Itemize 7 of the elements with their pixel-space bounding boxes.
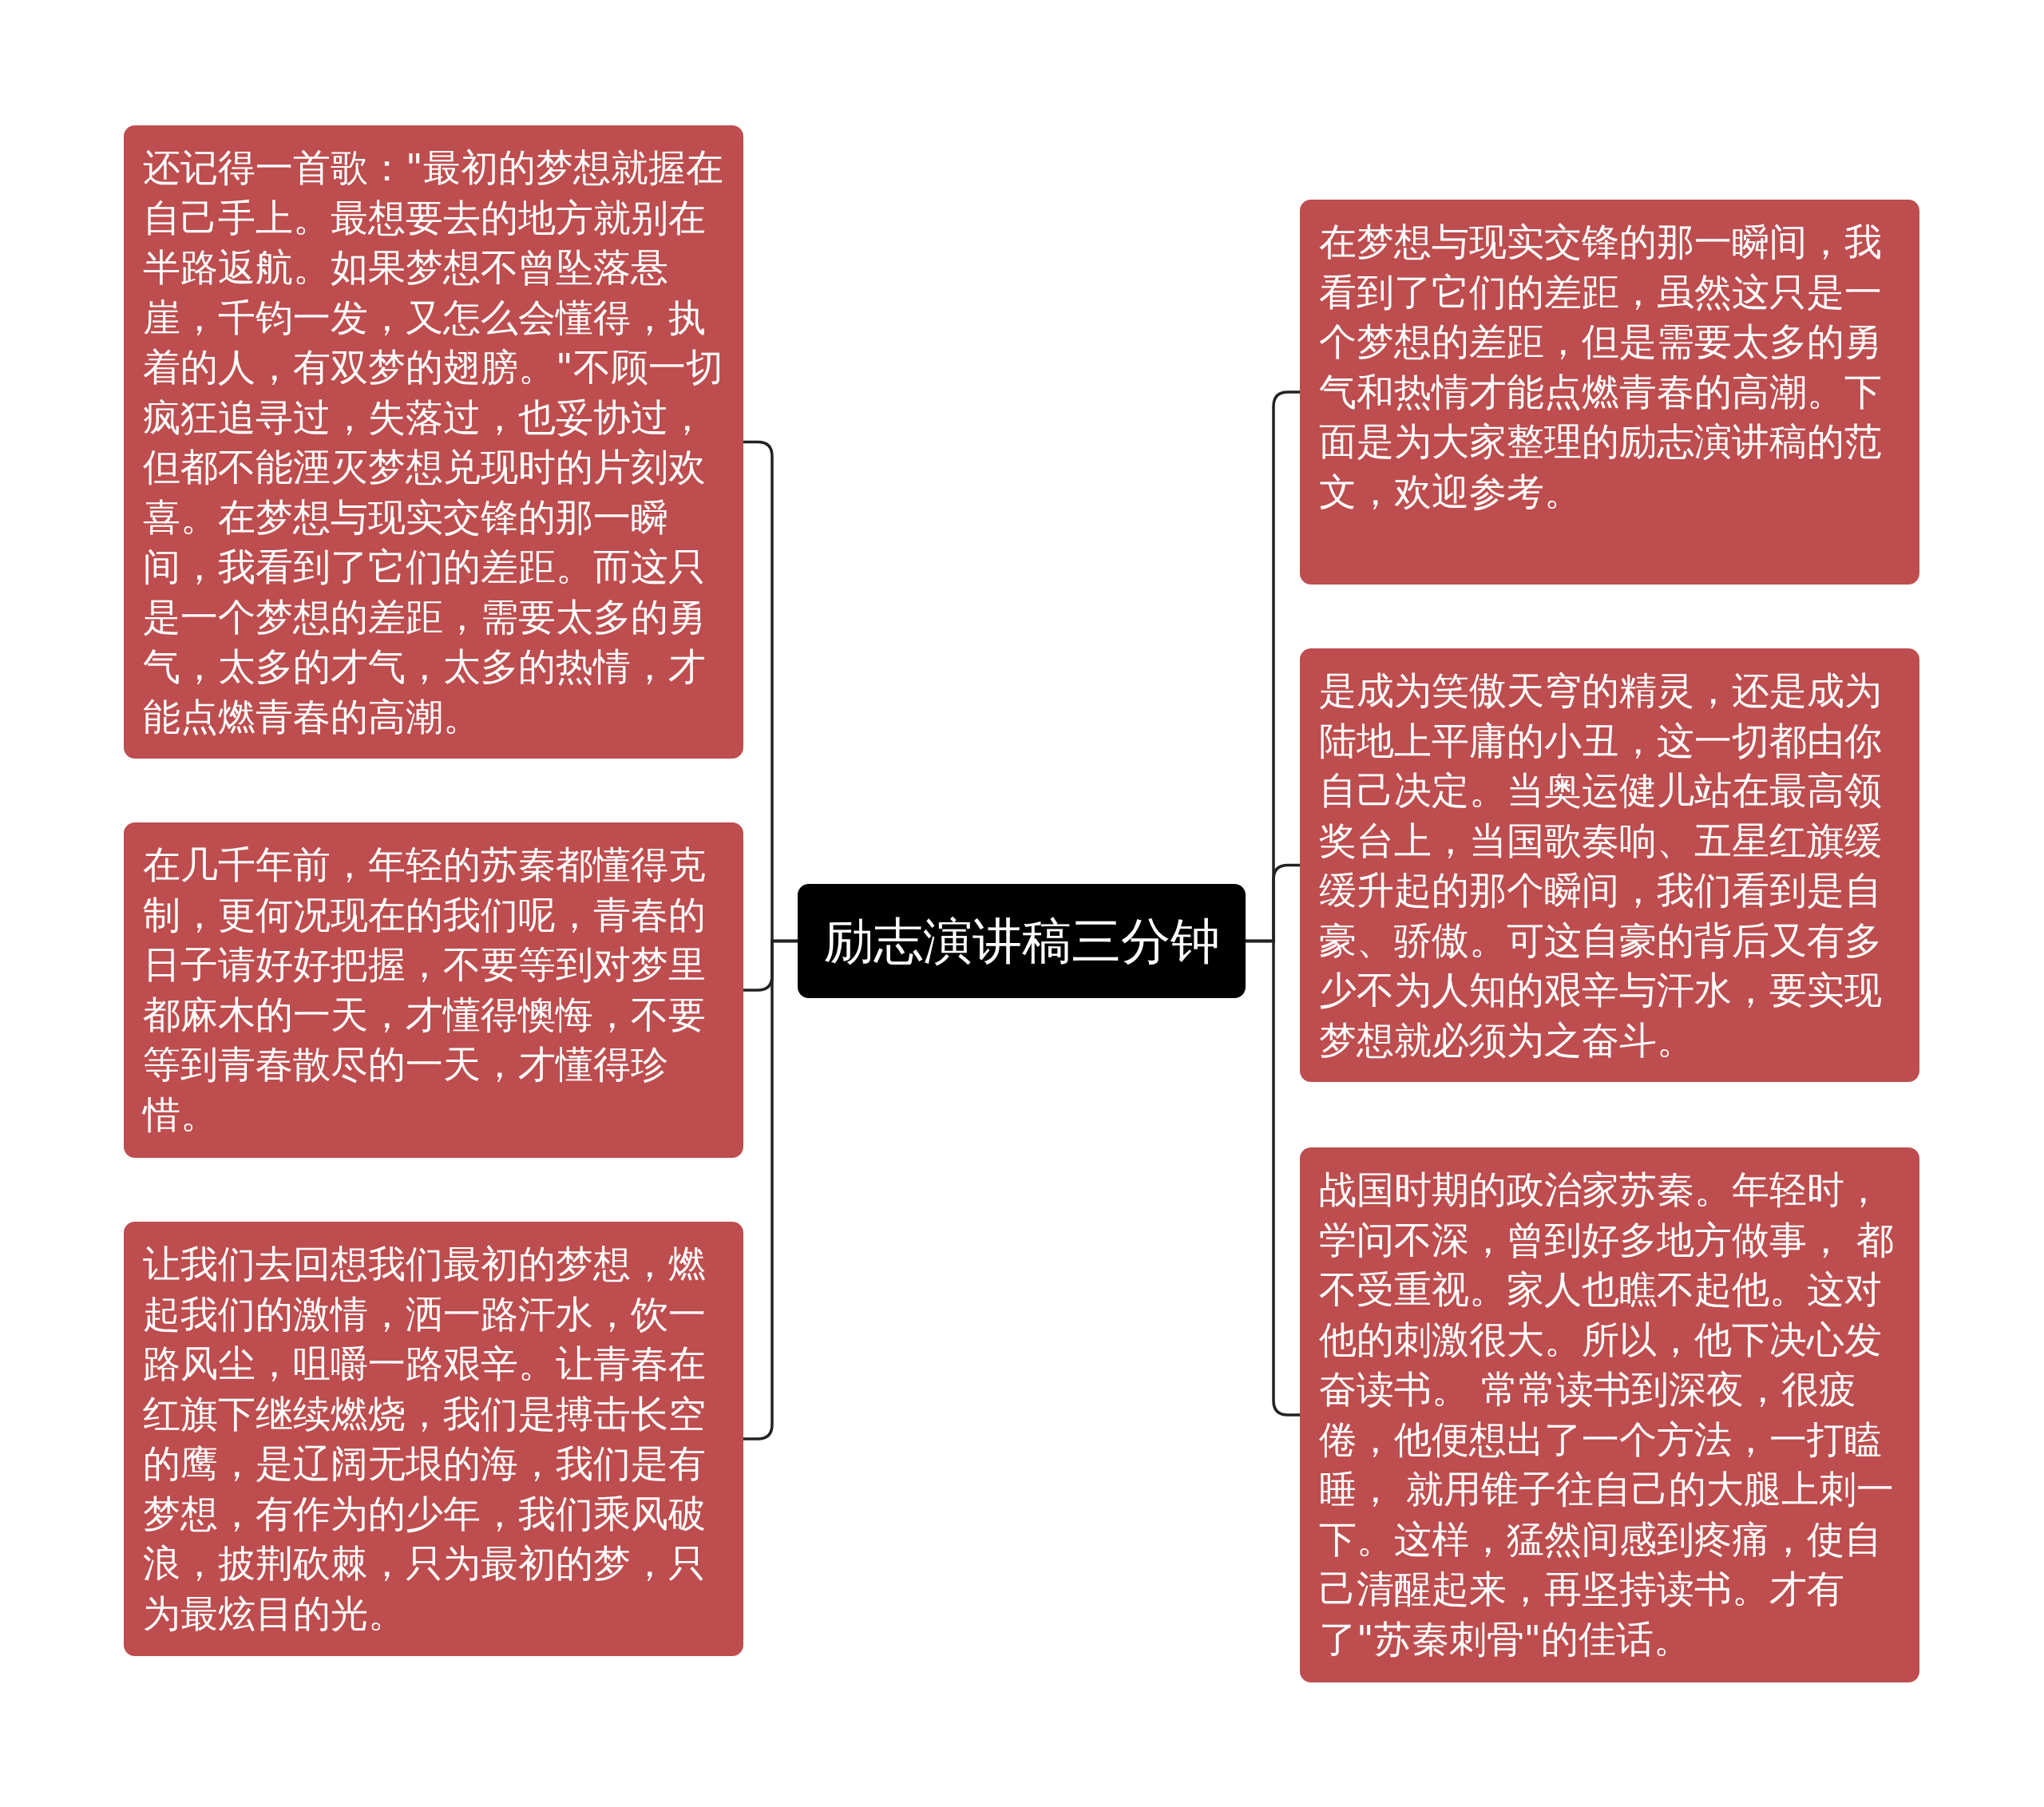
topic-box: 是成为笑傲天穹的精灵，还是成为陆地上平庸的小丑，这一切都由你自己决定。当奥运健儿站在最高领奖台上，当国歌奏响、五星红旗缓缓升起的那个瞬间，我们看到是自豪、骄傲。可这自豪的背后又有多少不为人知的艰辛与汗水，要实现梦想就必须为之奋斗。 (1300, 648, 1919, 1082)
topic-box: 让我们去回想我们最初的梦想，燃起我们的激情，洒一路汗水，饮一路风尘，咀嚼一路艰辛。让青春在红旗下继续燃烧，我们是搏击长空的鹰，是辽阔无垠的海，我们是有梦想，有作为的少年，我们乘风破浪，披荆砍棘，只为最初的梦，只为最炫目的光。 (124, 1222, 743, 1656)
topic-box: 在梦想与现实交锋的那一瞬间，我看到了它们的差距，虽然这只是一个梦想的差距，但是需要太多的勇气和热情才能点燃青春的高潮。下面是为大家整理的励志演讲稿的范文，欢迎参考。 (1300, 200, 1919, 585)
topic-box: 在几千年前，年轻的苏秦都懂得克制，更何况现在的我们呢，青春的日子请好好把握，不要等到对梦里都麻木的一天，才懂得懊悔，不要等到青春散尽的一天，才懂得珍惜。 (124, 822, 743, 1158)
topic-box: 战国时期的政治家苏秦。年轻时，学问不深，曾到好多地方做事， 都不受重视。家人也瞧不起他。这对他的刺激很大。所以，他下决心发奋读书。 常常读书到深夜，很疲倦，他便想出了一个方法，一打瞌睡， 就用锥子往自己的大腿上刺一下。这样，猛然间感到疼痛，使自己清醒起来，再坚持读书。才有了"苏秦刺骨"的佳话。 (1300, 1147, 1919, 1682)
topic-box: 还记得一首歌："最初的梦想就握在自己手上。最想要去的地方就别在半路返航。如果梦想不曾坠落悬崖，千钧一发，又怎么会懂得，执着的人，有双梦的翅膀。"不顾一切疯狂追寻过，失落过，也妥协过，但都不能湮灭梦想兑现时的片刻欢喜。在梦想与现实交锋的那一瞬间，我看到了它们的差距。而这只是一个梦想的差距，需要太多的勇气，太多的才气，太多的热情，才能点燃青春的高潮。 (124, 125, 743, 759)
central-topic-box: 励志演讲稿三分钟 (798, 884, 1246, 998)
